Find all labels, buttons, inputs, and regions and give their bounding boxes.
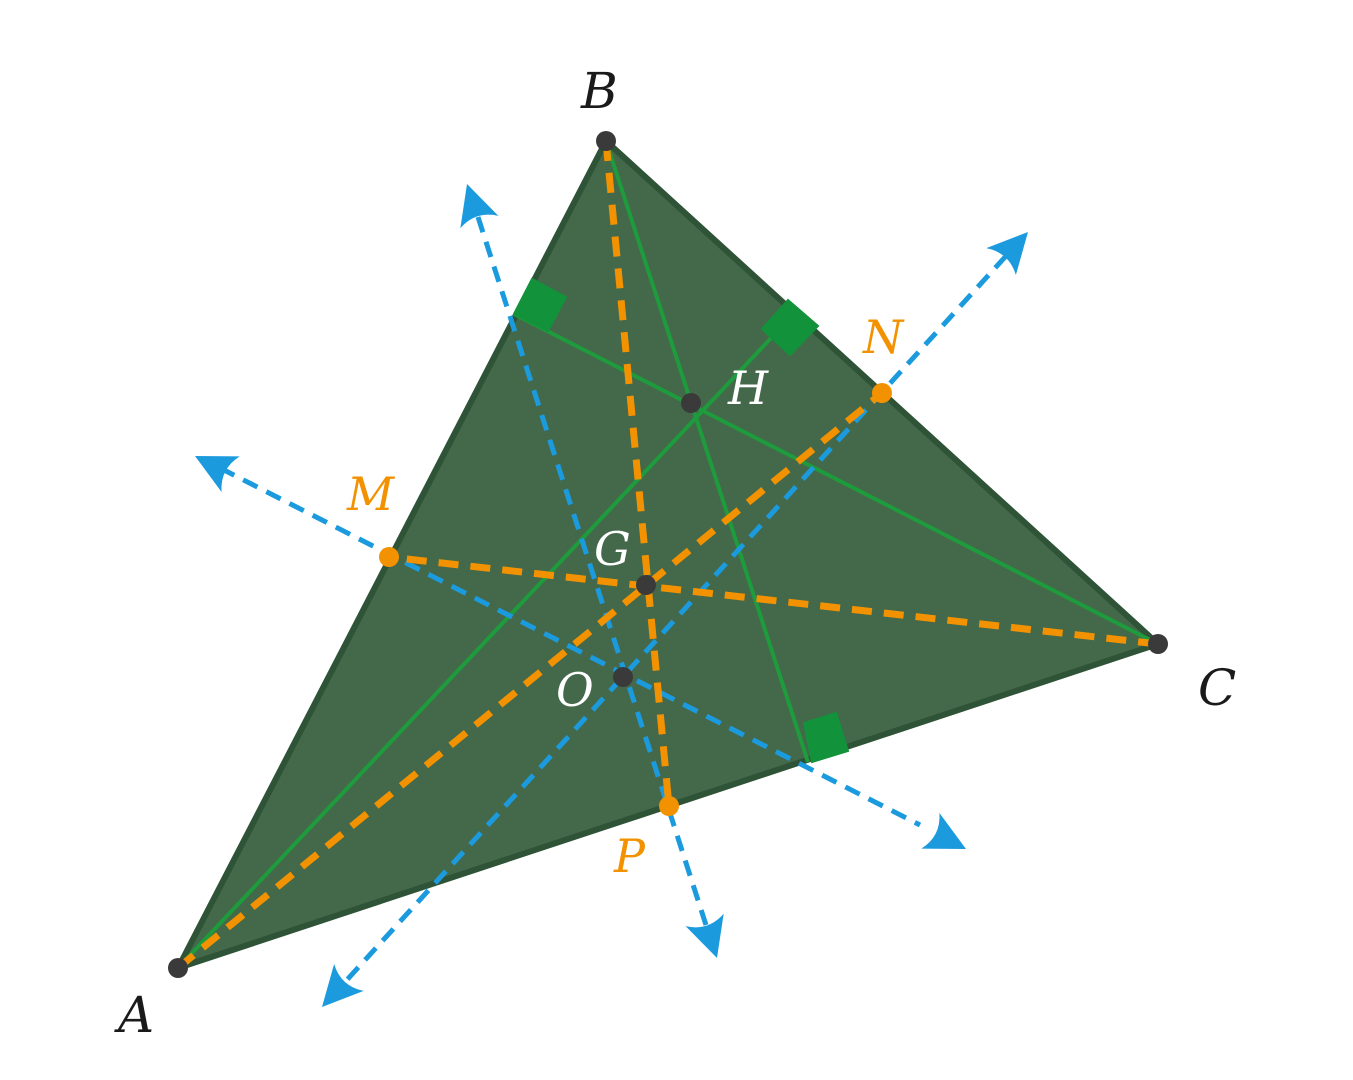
arrowhead-lower-right xyxy=(921,813,976,867)
altitude-from-a xyxy=(176,318,790,970)
point-o xyxy=(613,667,633,687)
median-from-a xyxy=(175,390,885,971)
point-n xyxy=(872,383,892,403)
point-a xyxy=(168,958,188,978)
right-angle-markers xyxy=(512,277,850,764)
label-a: A xyxy=(114,986,154,1044)
label-h: H xyxy=(727,361,769,415)
point-p xyxy=(659,796,679,816)
median-from-c xyxy=(388,553,1159,648)
label-p: P xyxy=(613,829,646,883)
point-c xyxy=(1148,634,1168,654)
label-n: N xyxy=(862,310,905,364)
dark-points xyxy=(168,131,1168,978)
label-m: M xyxy=(346,467,396,521)
perp-bisector-ab xyxy=(218,465,922,828)
point-h xyxy=(681,393,701,413)
label-b: B xyxy=(580,62,618,120)
perp-bisector-bc xyxy=(343,254,1008,984)
arrowhead-top xyxy=(447,177,499,229)
right-angle-on-ab xyxy=(512,277,568,333)
median-from-b xyxy=(602,140,673,807)
altitude-from-b xyxy=(604,140,810,763)
right-angle-on-bc xyxy=(760,298,820,357)
labels: B A C H G O M N P xyxy=(114,62,1236,1044)
arrowhead-bottom xyxy=(685,913,737,965)
perpendicular-bisectors xyxy=(218,216,1008,984)
point-b xyxy=(596,131,616,151)
perp-bisector-ac xyxy=(475,216,709,926)
arrowhead-upper-left xyxy=(185,438,240,492)
medians xyxy=(175,140,1159,971)
label-o: O xyxy=(556,663,594,717)
altitudes xyxy=(176,140,1159,970)
point-g xyxy=(636,575,656,595)
right-angle-on-ac xyxy=(802,711,850,764)
midpoints xyxy=(379,383,892,816)
point-m xyxy=(379,547,399,567)
label-c: C xyxy=(1198,659,1236,717)
label-g: G xyxy=(594,522,631,576)
altitude-from-c xyxy=(513,312,1159,646)
